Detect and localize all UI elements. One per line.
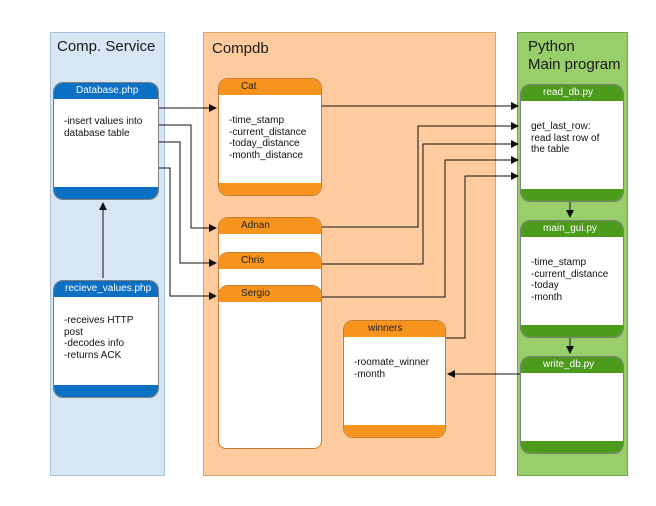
database-php-line: -insert values into [64, 116, 143, 127]
database-php-footer [54, 187, 158, 199]
cat-table-box: Cat -time_stamp -current_distance -today… [218, 78, 322, 196]
winners-title: winners [344, 321, 445, 337]
adnan-title: Adnan [219, 218, 321, 234]
winners-footer [344, 425, 445, 437]
read-db-py-title: read_db.py [521, 85, 623, 101]
arrow-winners-to-read-db [446, 172, 519, 339]
read-db-line: get_last_row: [531, 121, 591, 132]
arrow-database-to-sergio [159, 167, 217, 300]
main-gui-field: -today [531, 280, 559, 291]
main-gui-py-box: main_gui.py -time_stamp -current_distanc… [520, 220, 624, 338]
python-title: Python Main program [528, 38, 621, 73]
read-db-line: read last row of [531, 132, 600, 144]
write-db-py-footer [521, 441, 623, 453]
comp-service-title: Comp. Service [57, 38, 156, 55]
chris-title: Chris [219, 253, 321, 269]
database-php-title: Database.php [54, 83, 158, 99]
main-gui-field: -month [531, 291, 563, 303]
sergio-table-box: Sergio [218, 285, 322, 449]
main-gui-field: -time_stamp [531, 257, 587, 268]
arrow-database-to-chris [159, 141, 217, 267]
winners-field: -month [354, 368, 386, 380]
main-gui-py-footer [521, 325, 623, 337]
recieve-values-line: -receives HTTP [64, 315, 134, 326]
read-db-line: the table [531, 144, 570, 155]
main-gui-py-title: main_gui.py [521, 221, 623, 237]
recieve-values-line: -returns ACK [64, 349, 122, 361]
winners-field: -roomate_winner [354, 357, 430, 368]
recieve-values-line: -decodes info [64, 338, 125, 349]
arrow-adnan-to-read-db [322, 122, 519, 228]
cat-field: -current_distance [229, 126, 307, 138]
recieve-values-php-title: recieve_values.php [54, 281, 158, 297]
cat-title: Cat [219, 79, 321, 95]
read-db-py-footer [521, 189, 623, 201]
compdb-title: Compdb [212, 40, 269, 57]
arrow-sergio-to-read-db [322, 156, 519, 298]
read-db-py-box: read_db.py get_last_row: read last row o… [520, 84, 624, 202]
database-php-box: Database.php -insert values into databas… [53, 82, 159, 200]
adnan-table-box: Adnan [218, 217, 322, 257]
cat-field: -time_stamp [229, 115, 285, 126]
cat-field: -month_distance [229, 149, 303, 161]
write-db-py-title: write_db.py [521, 357, 623, 373]
main-gui-field: -current_distance [531, 268, 609, 280]
recieve-values-php-box: recieve_values.php -receives HTTP post -… [53, 280, 159, 398]
write-db-py-box: write_db.py [520, 356, 624, 454]
cat-footer [219, 183, 321, 195]
sergio-title: Sergio [219, 286, 321, 302]
recieve-values-line: post [64, 326, 83, 338]
database-php-line: database table [64, 127, 130, 139]
arrow-database-to-adnan [159, 124, 217, 232]
cat-field: -today_distance [229, 138, 300, 149]
winners-table-box: winners -roomate_winner -month [343, 320, 446, 438]
recieve-values-php-footer [54, 385, 158, 397]
arrow-chris-to-read-db [322, 140, 519, 265]
